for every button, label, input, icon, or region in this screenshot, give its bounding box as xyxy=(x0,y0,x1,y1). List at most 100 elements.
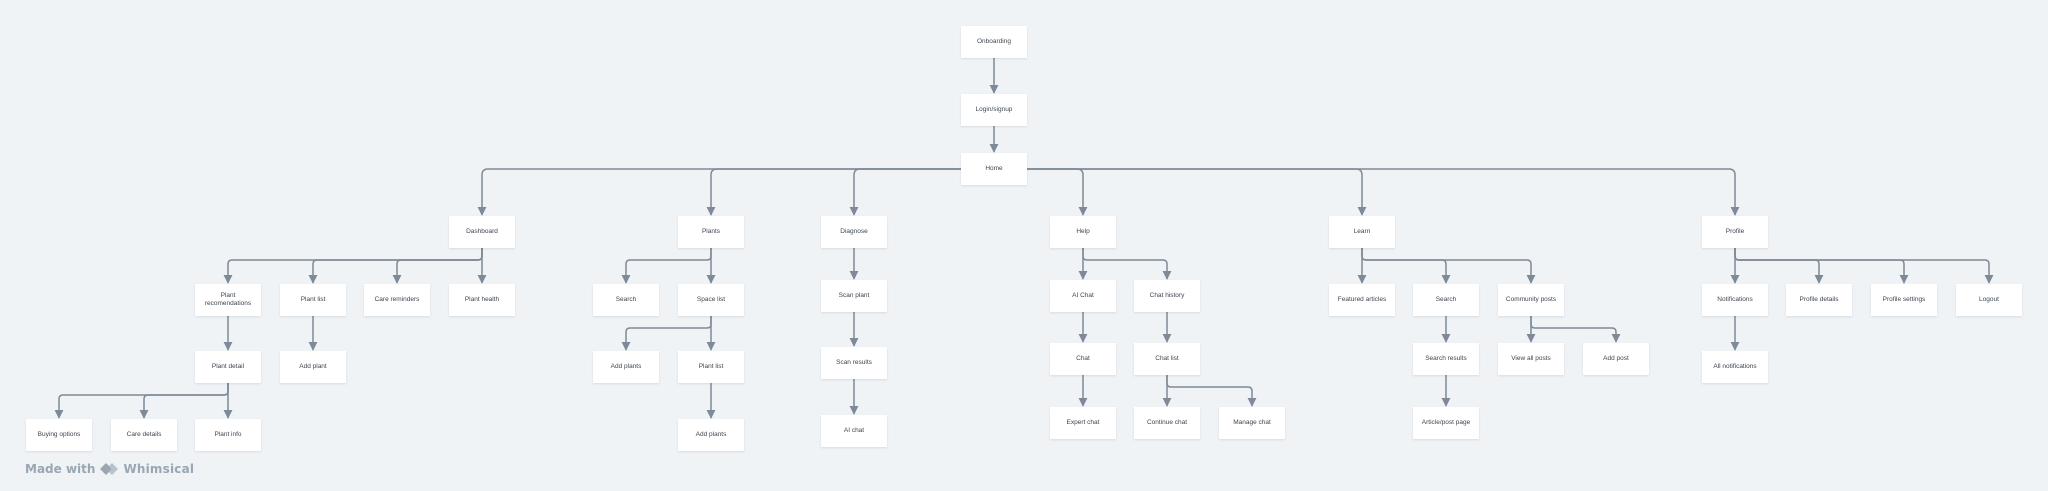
node-label: Search xyxy=(615,295,637,303)
watermark-brand: Whimsical xyxy=(123,462,195,476)
edge-home-to-plants xyxy=(706,168,961,216)
node-label: Home xyxy=(985,164,1003,172)
node-label: Chat list xyxy=(1155,354,1179,362)
node-label: Logout xyxy=(1979,295,1999,303)
edge-home-to-profile xyxy=(1027,168,1740,216)
node-help-ai-chat[interactable]: AI Chat xyxy=(1050,280,1116,312)
node-diagnose[interactable]: Diagnose xyxy=(821,216,887,248)
node-plant-health[interactable]: Plant health xyxy=(449,284,515,316)
node-plants-plant-list[interactable]: Plant list xyxy=(678,351,744,383)
node-onboarding[interactable]: Onboarding xyxy=(961,26,1027,58)
node-label: Scan results xyxy=(836,358,872,366)
node-label: Buying options xyxy=(37,430,81,438)
node-chat-history[interactable]: Chat history xyxy=(1134,280,1200,312)
node-plants[interactable]: Plants xyxy=(678,216,744,248)
node-expert-chat[interactable]: Expert chat xyxy=(1050,407,1116,439)
node-label: Learn xyxy=(1353,227,1371,235)
node-label: Plant health xyxy=(464,295,500,303)
node-add-plants-1[interactable]: Add plants xyxy=(593,351,659,383)
edge-home-to-help xyxy=(1027,168,1088,216)
made-with-whimsical-watermark[interactable]: Made with Whimsical xyxy=(25,462,194,476)
node-chat-list[interactable]: Chat list xyxy=(1134,343,1200,375)
node-scan-results[interactable]: Scan results xyxy=(821,347,887,379)
edge-home-to-learn xyxy=(1027,168,1367,216)
node-label: Profile details xyxy=(1799,295,1839,303)
node-label: Article/post page xyxy=(1421,418,1471,426)
node-care-reminders[interactable]: Care reminders xyxy=(364,284,430,316)
node-label: Add post xyxy=(1603,354,1629,362)
node-add-plants-2[interactable]: Add plants xyxy=(678,419,744,451)
node-label: Care reminders xyxy=(374,295,420,303)
node-label: Scan plant xyxy=(838,291,870,299)
node-profile-settings[interactable]: Profile settings xyxy=(1871,284,1937,316)
edge-chat-list-to-manage-chat xyxy=(1166,375,1257,407)
node-learn-search[interactable]: Search xyxy=(1413,284,1479,316)
node-label: Plant recomendations xyxy=(204,291,252,308)
node-ai-chat-diag[interactable]: AI chat xyxy=(821,415,887,447)
node-search-results[interactable]: Search results xyxy=(1413,343,1479,375)
node-dash-plant-list[interactable]: Plant list xyxy=(280,284,346,316)
node-label: Add plant xyxy=(299,362,327,370)
node-profile-details[interactable]: Profile details xyxy=(1786,284,1852,316)
node-care-details[interactable]: Care details xyxy=(111,419,177,451)
node-label: Community posts xyxy=(1505,295,1557,303)
node-label: Search xyxy=(1435,295,1457,303)
node-learn[interactable]: Learn xyxy=(1329,216,1395,248)
node-label: Expert chat xyxy=(1066,418,1100,426)
node-plant-detail[interactable]: Plant detail xyxy=(195,351,261,383)
node-space-list[interactable]: Space list xyxy=(678,284,744,316)
node-logout[interactable]: Logout xyxy=(1956,284,2022,316)
node-label: Plant detail xyxy=(211,362,245,370)
edge-dashboard-to-plant-recommendations xyxy=(223,248,483,284)
node-plant-recommendations[interactable]: Plant recomendations xyxy=(195,284,261,316)
node-label: Add plants xyxy=(695,430,727,438)
node-manage-chat[interactable]: Manage chat xyxy=(1219,407,1285,439)
node-label: Manage chat xyxy=(1233,418,1271,426)
node-plants-search[interactable]: Search xyxy=(593,284,659,316)
node-chat[interactable]: Chat xyxy=(1050,343,1116,375)
node-dashboard[interactable]: Dashboard xyxy=(449,216,515,248)
node-scan-plant[interactable]: Scan plant xyxy=(821,280,887,312)
edge-learn-to-community-posts xyxy=(1361,248,1536,284)
node-label: View all posts xyxy=(1511,354,1551,362)
edge-plant-detail-to-care-details xyxy=(139,383,229,419)
node-add-post[interactable]: Add post xyxy=(1583,343,1649,375)
node-label: Plant info xyxy=(214,430,242,438)
node-label: Onboarding xyxy=(977,37,1011,45)
node-label: All notifications xyxy=(1713,362,1757,370)
node-label: Care details xyxy=(126,430,162,438)
node-all-notifications[interactable]: All notifications xyxy=(1702,351,1768,383)
node-label: Continue chat xyxy=(1146,418,1188,426)
edge-profile-to-profile-details xyxy=(1734,248,1824,284)
edge-profile-to-logout xyxy=(1734,248,1994,284)
node-label: Featured articles xyxy=(1337,295,1387,303)
node-login[interactable]: Login/signup xyxy=(961,94,1027,126)
node-continue-chat[interactable]: Continue chat xyxy=(1134,407,1200,439)
node-notifications[interactable]: Notifications xyxy=(1702,284,1768,316)
node-home[interactable]: Home xyxy=(961,153,1027,185)
node-label: Space list xyxy=(696,295,726,303)
node-help[interactable]: Help xyxy=(1050,216,1116,248)
edge-home-to-diagnose xyxy=(849,168,961,216)
node-label: Profile settings xyxy=(1882,295,1926,303)
node-label: AI Chat xyxy=(1072,291,1094,299)
node-featured-articles[interactable]: Featured articles xyxy=(1329,284,1395,316)
node-label: Plants xyxy=(701,227,721,235)
watermark-prefix: Made with xyxy=(25,462,96,476)
node-profile[interactable]: Profile xyxy=(1702,216,1768,248)
node-article-post-page[interactable]: Article/post page xyxy=(1413,407,1479,439)
node-label: Add plants xyxy=(610,362,642,370)
node-buying-options[interactable]: Buying options xyxy=(26,419,92,451)
node-view-all-posts[interactable]: View all posts xyxy=(1498,343,1564,375)
node-label: Diagnose xyxy=(840,227,868,235)
edge-dashboard-to-care-reminders xyxy=(392,248,483,284)
node-plant-info[interactable]: Plant info xyxy=(195,419,261,451)
edge-home-to-dashboard xyxy=(477,168,961,216)
node-label: Plant list xyxy=(300,295,326,303)
node-dash-add-plant[interactable]: Add plant xyxy=(280,351,346,383)
edge-help-to-chat-history xyxy=(1082,248,1172,280)
edge-space-list-to-add-plants-1 xyxy=(621,316,712,351)
node-community-posts[interactable]: Community posts xyxy=(1498,284,1564,316)
node-label: Chat xyxy=(1076,354,1090,362)
node-label: Help xyxy=(1076,227,1090,235)
